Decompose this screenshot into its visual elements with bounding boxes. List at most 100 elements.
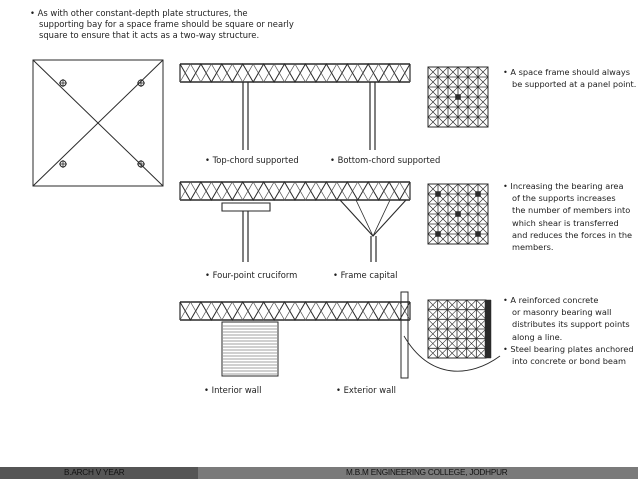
intro-line: square to ensure that it acts as a two-w… bbox=[39, 30, 260, 41]
grid-diagonal bbox=[467, 339, 477, 349]
grid-diagonal bbox=[467, 348, 477, 358]
grid-diagonal bbox=[438, 310, 448, 320]
grid-diagonal bbox=[438, 329, 448, 339]
note-bearing-wall: • A reinforced concrete or masonry beari… bbox=[503, 294, 634, 367]
grid-diagonal bbox=[467, 300, 477, 310]
caption-exterior-wall: • Exterior wall bbox=[336, 385, 396, 395]
grid-diagonal bbox=[468, 117, 478, 127]
grid-diagonal bbox=[468, 224, 478, 234]
grid-diagonal bbox=[478, 107, 488, 117]
caption-cruciform: • Four-point cruciform bbox=[205, 270, 298, 280]
grid-diagonal bbox=[458, 234, 468, 244]
grid-diagonal bbox=[428, 97, 438, 107]
frame-capital-web bbox=[356, 200, 373, 236]
grid-diagonal bbox=[476, 339, 486, 349]
grid-diagonal bbox=[428, 204, 438, 214]
square-bay-plan bbox=[33, 60, 163, 186]
note-line: • A space frame should always bbox=[503, 67, 630, 77]
grid-diagonal bbox=[428, 107, 438, 117]
grid-diagonal bbox=[467, 319, 477, 329]
space-frame-truss bbox=[180, 182, 410, 200]
grid-diagonal bbox=[438, 87, 448, 97]
footer-bar: B.ARCH V YEAR M.B.M ENGINEERING COLLEGE,… bbox=[0, 467, 638, 479]
web-diagonals-back bbox=[180, 182, 410, 200]
grid-diagonal bbox=[447, 310, 457, 320]
intro-text: • As with other constant-depth plate str… bbox=[30, 8, 294, 42]
footer-left-text: B.ARCH V YEAR bbox=[64, 468, 125, 477]
grid-diagonal bbox=[438, 234, 448, 244]
web-diagonals-back bbox=[180, 302, 410, 320]
grid-diagonal bbox=[458, 224, 468, 234]
grid-diagonal bbox=[447, 329, 457, 339]
grid-diagonal bbox=[468, 184, 478, 194]
support-node bbox=[456, 95, 461, 100]
support-node bbox=[436, 232, 441, 237]
note-line: or masonry bearing wall bbox=[512, 307, 612, 318]
grid-diagonal bbox=[438, 97, 448, 107]
note-line: distributes its support points bbox=[512, 319, 630, 330]
grid-diagonal bbox=[476, 300, 486, 310]
grid-diagonal bbox=[468, 97, 478, 107]
note-line: • A reinforced concrete bbox=[503, 295, 599, 305]
grid-diagonal bbox=[478, 67, 488, 77]
grid-diagonal bbox=[458, 214, 468, 224]
grid-plan bbox=[428, 67, 488, 127]
grid-diagonal bbox=[447, 300, 457, 310]
web-diagonals bbox=[180, 64, 410, 82]
grid-diagonal bbox=[468, 87, 478, 97]
grid-diagonal bbox=[438, 204, 448, 214]
note-line: members. bbox=[512, 242, 554, 253]
grid-diagonal bbox=[438, 107, 448, 117]
grid-diagonal bbox=[438, 339, 448, 349]
note-line: • Increasing the bearing area bbox=[503, 181, 624, 191]
leader-line bbox=[404, 336, 500, 371]
web-diagonals bbox=[180, 182, 410, 200]
grid-diagonal bbox=[438, 67, 448, 77]
intro-line: supporting bay for a space frame should … bbox=[39, 19, 294, 30]
support-node bbox=[476, 232, 481, 237]
grid-diagonal bbox=[458, 107, 468, 117]
grid-diagonal bbox=[428, 67, 438, 77]
grid-diagonal bbox=[428, 214, 438, 224]
grid-diagonal bbox=[478, 204, 488, 214]
grid-diagonal bbox=[448, 184, 458, 194]
grid-diagonal bbox=[448, 87, 458, 97]
grid-diagonal bbox=[448, 224, 458, 234]
grid-diagonal bbox=[448, 234, 458, 244]
note-line: and reduces the forces in the bbox=[512, 229, 633, 240]
grid-diagonal bbox=[438, 77, 448, 87]
grid-diagonal bbox=[438, 117, 448, 127]
grid-plan bbox=[428, 300, 486, 358]
grid-diagonal bbox=[478, 194, 488, 204]
grid-diagonal bbox=[478, 214, 488, 224]
grid-diagonal bbox=[458, 97, 468, 107]
grid-diagonal bbox=[448, 67, 458, 77]
grid-diagonal bbox=[478, 97, 488, 107]
grid-diagonal bbox=[428, 329, 438, 339]
grid-diagonal bbox=[478, 87, 488, 97]
grid-diagonal bbox=[478, 77, 488, 87]
note-line: be supported at a panel point. bbox=[512, 79, 637, 90]
grid-diagonal bbox=[457, 329, 467, 339]
grid-diagonal bbox=[428, 348, 438, 358]
note-line: the number of members into bbox=[512, 205, 631, 216]
grid-diagonal bbox=[458, 77, 468, 87]
grid-diagonal bbox=[428, 319, 438, 329]
grid-diagonal bbox=[468, 107, 478, 117]
note-line: along a line. bbox=[512, 331, 563, 342]
grid-diagonal bbox=[448, 194, 458, 204]
space-frame-truss bbox=[180, 302, 410, 320]
grid-diagonal bbox=[476, 310, 486, 320]
grid-diagonal bbox=[457, 300, 467, 310]
grid-diagonal bbox=[447, 348, 457, 358]
grid-diagonal bbox=[448, 204, 458, 214]
grid-diagonal bbox=[448, 77, 458, 87]
grid-diagonal bbox=[428, 339, 438, 349]
exterior-wall bbox=[401, 292, 408, 378]
grid-diagonal bbox=[428, 184, 438, 194]
grid-diagonal bbox=[458, 117, 468, 127]
bay-outline bbox=[33, 60, 163, 186]
note-line: • Steel bearing plates anchored bbox=[503, 343, 634, 354]
